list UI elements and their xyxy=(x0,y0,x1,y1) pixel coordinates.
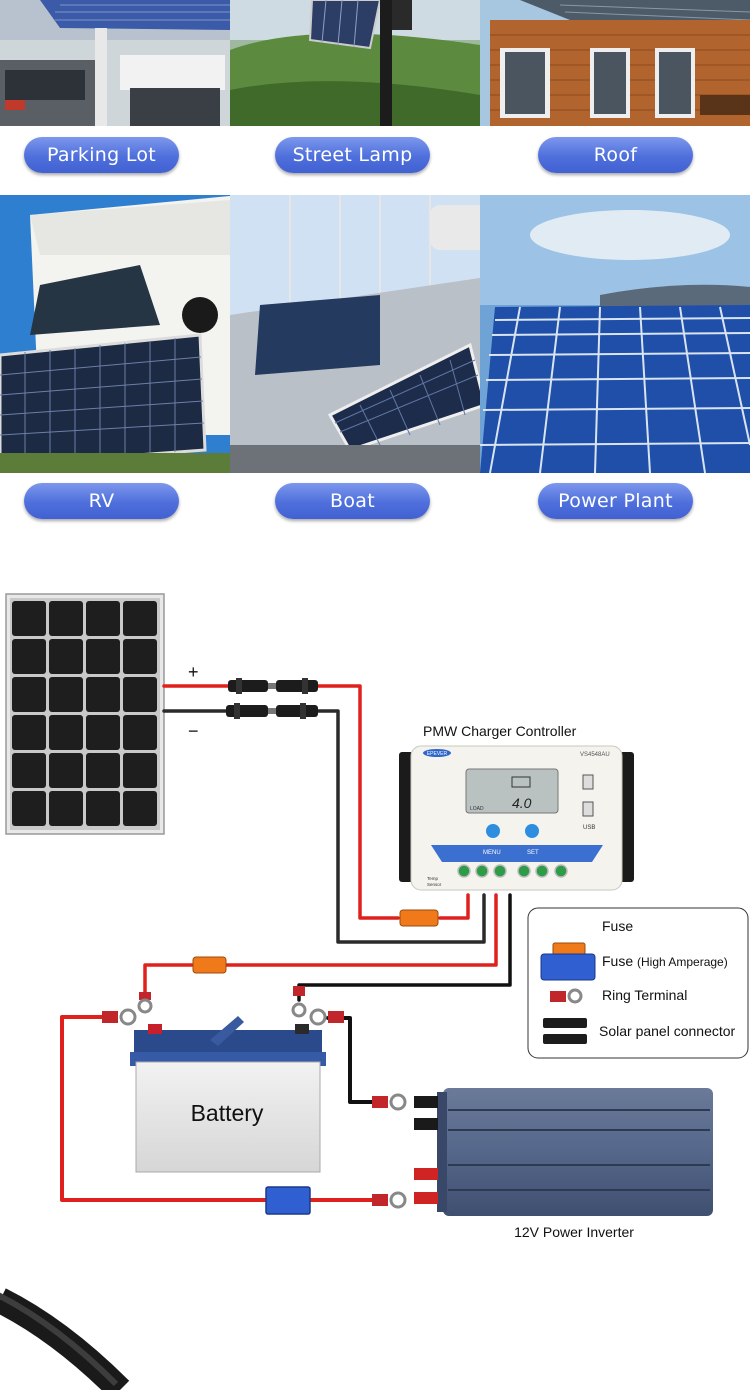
label-rv: RV xyxy=(24,483,179,519)
legend-ring-terminal: Ring Terminal xyxy=(602,987,687,1003)
solar-cell xyxy=(123,715,157,750)
solar-cell xyxy=(12,753,46,788)
controller-menu: MENU xyxy=(483,850,501,856)
solar-cell xyxy=(49,753,83,788)
solar-cell xyxy=(49,715,83,750)
solar-cell xyxy=(86,753,120,788)
photo-street-lamp xyxy=(230,0,480,126)
solar-cell xyxy=(12,639,46,674)
wire-battery-inverter-positive xyxy=(60,1015,374,1202)
wire-battery-inverter-negative xyxy=(326,1016,374,1104)
charge-controller: PMW Charger Controller EPEVER VS4548AU 4… xyxy=(399,723,634,891)
fuse-battery-line xyxy=(192,956,227,974)
label-boat: Boat xyxy=(275,483,430,519)
solar-panel xyxy=(5,593,165,835)
wire-panel-positive xyxy=(162,684,470,920)
label-roof: Roof xyxy=(538,137,693,173)
solar-connector-positive xyxy=(228,678,318,694)
controller-set: SET xyxy=(527,850,539,856)
solar-cell xyxy=(12,677,46,712)
legend-fuse: Fuse xyxy=(602,918,633,934)
solar-cell xyxy=(123,753,157,788)
svg-text:Fuse (High Amperage): Fuse (High Amperage) xyxy=(602,953,728,969)
panel-plus-label: + xyxy=(188,662,199,682)
panel-minus-label: − xyxy=(188,721,199,741)
legend: Fuse Fuse (High Amperage) Ring Terminal … xyxy=(527,907,749,1059)
power-inverter: 12V Power Inverter xyxy=(414,1088,713,1240)
black-cable xyxy=(0,1288,130,1390)
wire-controller-battery-positive xyxy=(143,893,498,994)
svg-text:Sensor: Sensor xyxy=(427,882,442,887)
photo-roof xyxy=(480,0,750,126)
fuse-high-amperage xyxy=(265,1186,311,1215)
legend-connector: Solar panel connector xyxy=(599,1023,736,1039)
solar-cell xyxy=(123,677,157,712)
solar-cell xyxy=(86,601,120,636)
controller-display: 4.0 xyxy=(512,795,532,811)
solar-cell xyxy=(123,639,157,674)
solar-cell xyxy=(12,715,46,750)
photo-rv xyxy=(0,195,248,473)
photo-power-plant xyxy=(480,195,750,473)
solar-cell xyxy=(49,601,83,636)
solar-cell xyxy=(123,791,157,826)
controller-temp: Temp xyxy=(427,876,439,881)
controller-model: VS4548AU xyxy=(580,752,610,758)
solar-cell xyxy=(86,639,120,674)
inverter-label: 12V Power Inverter xyxy=(514,1224,634,1240)
solar-cell xyxy=(49,639,83,674)
controller-title: PMW Charger Controller xyxy=(423,723,577,739)
ring-terminal xyxy=(102,986,407,1209)
solar-cell xyxy=(49,791,83,826)
solar-cell xyxy=(86,677,120,712)
controller-usb: USB xyxy=(583,825,595,831)
legend-fuse-high: Fuse xyxy=(602,953,633,969)
solar-cell xyxy=(12,791,46,826)
battery: Battery xyxy=(130,1016,326,1173)
wire-panel-negative xyxy=(162,709,486,944)
controller-brand: EPEVER xyxy=(427,751,448,757)
solar-connector-negative xyxy=(226,703,318,719)
label-street-lamp: Street Lamp xyxy=(275,137,430,173)
solar-cell xyxy=(49,677,83,712)
label-power-plant: Power Plant xyxy=(538,483,693,519)
solar-cell xyxy=(123,601,157,636)
battery-label: Battery xyxy=(191,1100,264,1126)
photo-parking-lot xyxy=(0,0,230,126)
solar-cell xyxy=(12,601,46,636)
solar-cell xyxy=(86,715,120,750)
legend-fuse-high-note: (High Amperage) xyxy=(637,955,728,969)
photo-boat xyxy=(230,195,500,473)
controller-load: LOAD xyxy=(470,806,484,812)
fuse-panel-line xyxy=(399,909,439,927)
solar-cell xyxy=(86,791,120,826)
wiring-diagram: + − Battery PMW Charger Controller xyxy=(0,593,749,1390)
label-parking-lot: Parking Lot xyxy=(24,137,179,173)
